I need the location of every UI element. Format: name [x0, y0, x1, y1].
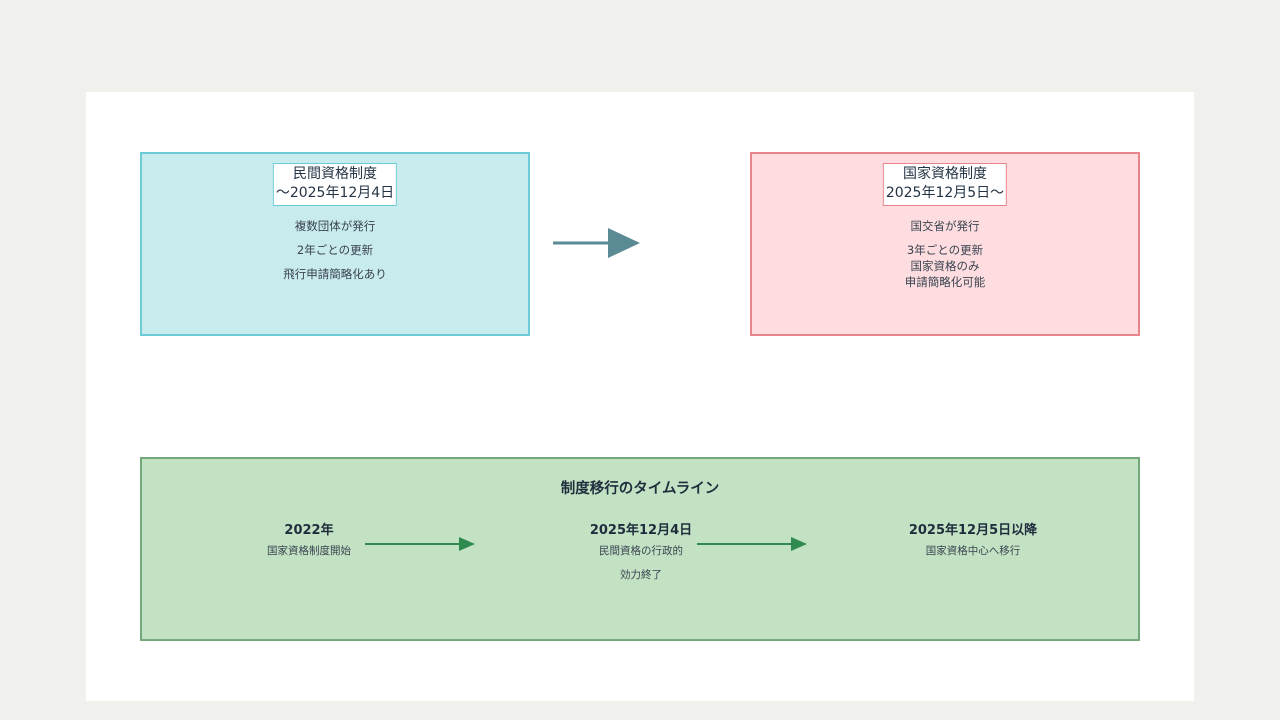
timeline-event-2022: 2022年 国家資格制度開始: [199, 522, 419, 558]
national-certification-title: 国家資格制度 2025年12月5日〜: [882, 163, 1008, 206]
timeline-arrow-icon: [365, 537, 475, 551]
timeline-event-2025-12-04: 2025年12月4日 民間資格の行政的 効力終了: [531, 522, 751, 582]
national-title-line1: 国家資格制度: [902, 166, 987, 182]
national-item-simplification: 申請簡略化可能: [904, 275, 986, 289]
private-item-renewal: 2年ごとの更新: [296, 243, 374, 257]
national-certification-box: 国家資格制度 2025年12月5日〜 国交省が発行 3年ごとの更新 国家資格のみ…: [750, 152, 1140, 336]
private-item-simplification: 飛行申請簡略化あり: [283, 267, 387, 281]
private-certification-title: 民間資格制度 〜2025年12月4日: [272, 163, 398, 206]
private-title-line1: 民間資格制度: [292, 166, 377, 182]
national-title-line2: 2025年12月5日〜: [885, 185, 1005, 201]
private-item-issuer: 複数団体が発行: [294, 219, 376, 233]
timeline-title: 制度移行のタイムライン: [560, 481, 720, 497]
timeline-event-desc: 民間資格の行政的: [599, 545, 683, 557]
timeline-event-date: 2022年: [284, 523, 334, 538]
timeline-event-desc: 効力終了: [620, 569, 662, 581]
timeline-event-2025-12-05-onward: 2025年12月5日以降 国家資格中心へ移行: [863, 522, 1083, 558]
timeline-event-desc: 国家資格中心へ移行: [925, 545, 1021, 557]
timeline-event-date: 2025年12月5日以降: [908, 523, 1038, 538]
timeline-box: 制度移行のタイムライン 2022年 国家資格制度開始 2025年12月4日 民間…: [140, 457, 1140, 641]
timeline-arrow-icon: [697, 537, 807, 551]
private-title-line2: 〜2025年12月4日: [275, 185, 395, 201]
national-item-issuer: 国交省が発行: [910, 219, 980, 233]
timeline-event-date: 2025年12月4日: [589, 523, 693, 538]
private-certification-box: 民間資格制度 〜2025年12月4日 複数団体が発行 2年ごとの更新 飛行申請簡…: [140, 152, 530, 336]
national-item-renewal: 3年ごとの更新: [906, 243, 984, 257]
timeline-event-desc: 国家資格制度開始: [267, 545, 351, 557]
national-item-only: 国家資格のみ: [910, 259, 980, 273]
transition-arrow-icon: [553, 228, 640, 258]
